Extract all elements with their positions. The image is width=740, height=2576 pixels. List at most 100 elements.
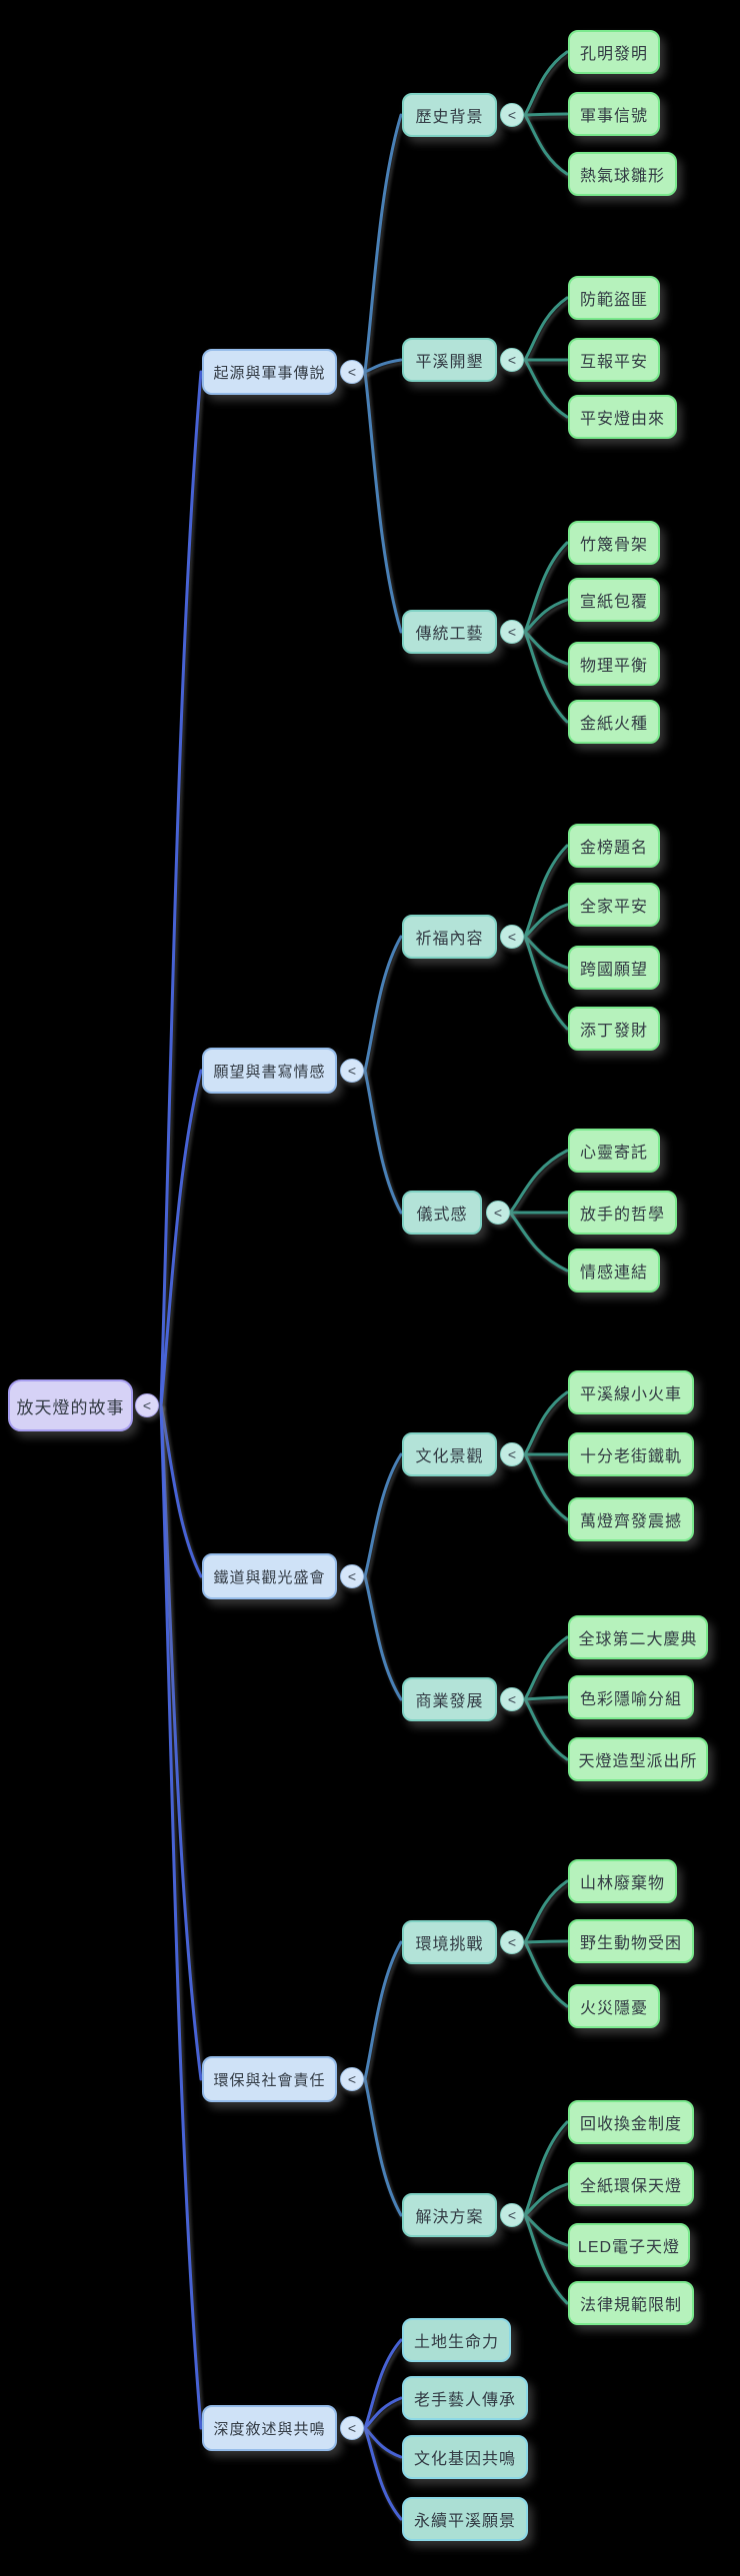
collapse-button[interactable]: < (500, 103, 524, 127)
collapse-button[interactable]: < (486, 1201, 510, 1225)
topic-node[interactable]: 祈福內容 (402, 915, 497, 959)
leaf-node[interactable]: 平安燈由來 (568, 395, 677, 439)
edge-connector (508, 1211, 569, 1273)
edge-connector (523, 358, 569, 419)
edge-connector (523, 2182, 569, 2217)
leaf-node[interactable]: 全紙環保天燈 (568, 2162, 694, 2206)
leaf-node[interactable]: 永續平溪願景 (402, 2497, 528, 2541)
leaf-node[interactable]: 軍事信號 (568, 92, 660, 136)
edge-connector (523, 2213, 569, 2247)
branch-node[interactable]: 起源與軍事傳說 (202, 349, 337, 395)
topic-node[interactable]: 傳統工藝 (402, 610, 497, 654)
edge-connector (363, 2077, 403, 2217)
leaf-node[interactable]: 物理平衡 (568, 642, 660, 686)
edge-connector (523, 1879, 569, 1944)
edge-connector (523, 50, 569, 117)
leaf-node[interactable]: 土地生命力 (402, 2318, 511, 2362)
edge-connector (523, 844, 569, 939)
topic-node[interactable]: 歷史背景 (402, 93, 497, 137)
leaf-node[interactable]: 山林廢棄物 (568, 1859, 677, 1903)
leaf-node[interactable]: 色彩隱喻分組 (568, 1675, 694, 1719)
leaf-node[interactable]: 野生動物受困 (568, 1919, 694, 1963)
edge-connector (508, 1149, 569, 1215)
branch-node[interactable]: 深度敘述與共鳴 (202, 2405, 337, 2451)
topic-node[interactable]: 解決方案 (402, 2193, 497, 2237)
leaf-node[interactable]: 全家平安 (568, 883, 660, 927)
collapse-button[interactable]: < (500, 620, 524, 644)
leaf-node[interactable]: 文化基因共鳴 (402, 2435, 528, 2479)
leaf-node[interactable]: 防範盜匪 (568, 276, 660, 320)
collapse-button[interactable]: < (340, 2067, 364, 2091)
collapse-button[interactable]: < (500, 2203, 524, 2227)
leaf-node[interactable]: 火災隱憂 (568, 1984, 660, 2028)
edge-connector (159, 1403, 203, 2430)
edge-connector (523, 296, 569, 362)
topic-node[interactable]: 儀式感 (402, 1191, 482, 1235)
leaf-node[interactable]: 十分老街鐵軌 (568, 1432, 694, 1476)
edge-connector (523, 1695, 569, 1701)
leaf-node[interactable]: 孔明發明 (568, 30, 660, 74)
edge-connector (523, 935, 569, 970)
leaf-node[interactable]: 老手藝人傳承 (402, 2376, 528, 2420)
leaf-node[interactable]: 全球第二大慶典 (568, 1615, 708, 1659)
edge-connector (523, 1390, 569, 1456)
collapse-button[interactable]: < (500, 925, 524, 949)
leaf-node[interactable]: 天燈造型派出所 (568, 1737, 708, 1781)
edge-connector (159, 1403, 203, 1578)
edge-connector (363, 2396, 403, 2430)
collapse-button[interactable]: < (500, 1687, 524, 1711)
root-node[interactable]: 放天燈的故事 (8, 1379, 133, 1431)
edge-connector (523, 112, 569, 117)
leaf-node[interactable]: 情感連結 (568, 1249, 660, 1292)
edge-connector (363, 358, 403, 374)
edge-connector (523, 2213, 569, 2305)
edge-connector (363, 1940, 403, 2081)
branch-node[interactable]: 願望與書寫情感 (202, 1048, 337, 1094)
leaf-node[interactable]: 跨國願望 (568, 946, 660, 990)
edge-connector (363, 935, 403, 1073)
topic-node[interactable]: 平溪開墾 (402, 338, 497, 382)
leaf-node[interactable]: 放手的哲學 (568, 1191, 677, 1235)
leaf-node[interactable]: 金榜題名 (568, 824, 660, 868)
collapse-button[interactable]: < (135, 1393, 159, 1417)
leaf-node[interactable]: 宣紙包覆 (568, 578, 660, 622)
edge-connector (363, 2426, 403, 2521)
collapse-button[interactable]: < (340, 2416, 364, 2440)
collapse-button[interactable]: < (500, 348, 524, 372)
leaf-node[interactable]: 互報平安 (568, 338, 660, 382)
branch-node[interactable]: 環保與社會責任 (202, 2056, 337, 2102)
leaf-node[interactable]: 回收換金制度 (568, 2100, 694, 2144)
edge-connector (523, 1939, 569, 1944)
edge-connector (523, 935, 569, 1031)
branch-node[interactable]: 鐵道與觀光盛會 (202, 1553, 337, 1599)
edge-connector (363, 1452, 403, 1578)
leaf-node[interactable]: 心靈寄託 (568, 1129, 660, 1173)
edge-connector (159, 370, 203, 1407)
leaf-node[interactable]: 熱氣球雛形 (568, 152, 677, 196)
leaf-node[interactable]: 金紙火種 (568, 700, 660, 744)
collapse-button[interactable]: < (500, 1930, 524, 1954)
topic-node[interactable]: 文化景觀 (402, 1432, 497, 1476)
topic-node[interactable]: 商業發展 (402, 1677, 497, 1721)
collapse-button[interactable]: < (340, 1059, 364, 1083)
leaf-node[interactable]: 竹篾骨架 (568, 521, 660, 565)
edge-connector (159, 1403, 203, 2081)
collapse-button[interactable]: < (340, 360, 364, 384)
edge-connector (523, 1697, 569, 1761)
edge-connector (523, 1452, 569, 1521)
edge-connector (523, 1940, 569, 2008)
leaf-node[interactable]: 添丁發財 (568, 1007, 660, 1051)
collapse-button[interactable]: < (500, 1442, 524, 1466)
leaf-node[interactable]: LED電子天燈 (568, 2223, 690, 2267)
edge-connector (159, 1069, 203, 1407)
leaf-node[interactable]: 萬燈齊發震撼 (568, 1497, 694, 1541)
leaf-node[interactable]: 法律規範限制 (568, 2281, 694, 2325)
collapse-button[interactable]: < (340, 1564, 364, 1588)
topic-node[interactable]: 環境挑戰 (402, 1920, 497, 1964)
edge-connector (363, 2338, 403, 2430)
leaf-node[interactable]: 平溪線小火車 (568, 1370, 694, 1414)
edge-connector (523, 1635, 569, 1701)
edge-connector (363, 370, 403, 634)
